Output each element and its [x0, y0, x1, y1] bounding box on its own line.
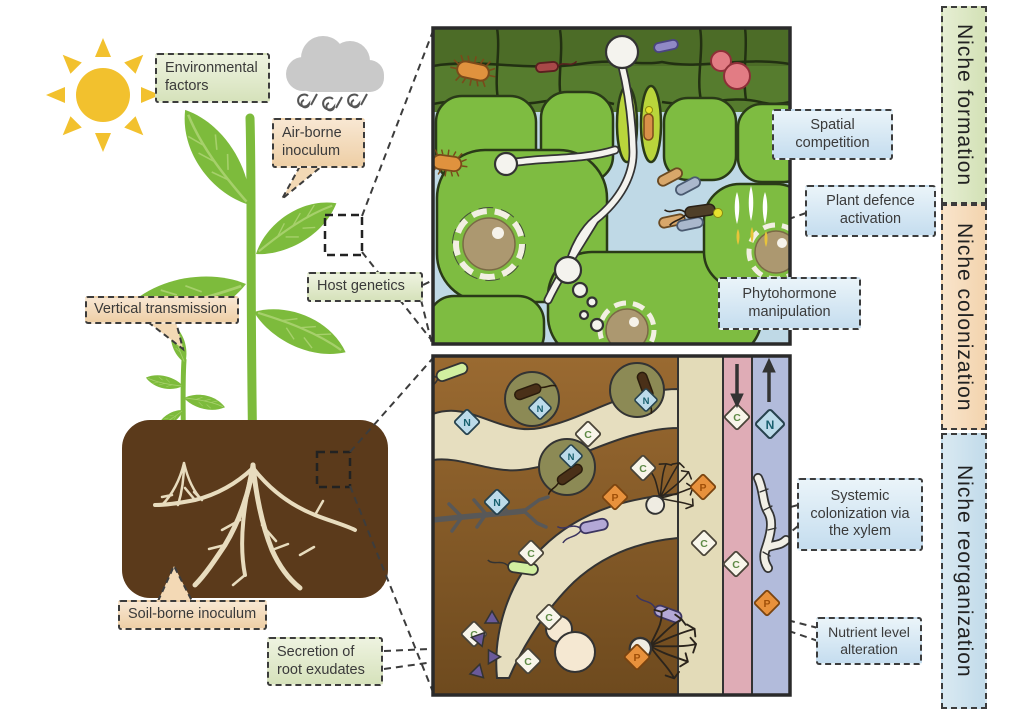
stage-niche-formation: Niche formation	[941, 6, 987, 204]
root-column	[678, 356, 723, 695]
callout-vertical-transmission: Vertical transmission	[85, 296, 239, 324]
stage-niche-reorganization: Niche reorganization	[941, 433, 987, 709]
callout-soil-borne-inoculum: Soil-borne inoculum	[118, 600, 267, 630]
yeast-cells	[710, 50, 751, 90]
callout-nutrient-level-alteration: Nutrient level alteration	[816, 617, 922, 665]
sun-icon	[46, 38, 160, 152]
stage-label: Niche formation	[953, 23, 976, 187]
root-nodule	[504, 371, 560, 427]
callout-airborne-inoculum: Air-borne inoculum	[272, 118, 365, 168]
xylem-hypha	[753, 473, 790, 573]
callout-secretion-of-root-exudates: Secretion of root exudates	[267, 637, 383, 686]
callout-label: Plant defence activation	[826, 193, 915, 227]
leaf-panel-border	[431, 26, 792, 346]
xylem-arrow-up-icon	[762, 357, 776, 402]
callout-label: Vertical transmission	[94, 301, 227, 317]
competing-bacteria	[657, 167, 704, 232]
callout-label: Systemic colonization via the xylem	[810, 487, 910, 540]
root-nodule	[538, 438, 596, 496]
callout-label: Host genetics	[317, 278, 405, 294]
plant	[118, 98, 354, 470]
callout-host-genetics: Host genetics	[307, 272, 423, 302]
callout-spatial-competition: Spatial competition	[772, 109, 893, 160]
stage-label: Niche reorganization	[953, 464, 976, 678]
rod-bacterium	[653, 39, 679, 53]
soil-cross-section-panel	[433, 356, 790, 695]
callout-label: Nutrient level alteration	[828, 623, 910, 657]
callout-phytohormone-manipulation: Phytohormone manipulation	[718, 277, 861, 330]
callout-label: Spatial competition	[795, 116, 870, 151]
callout-label: Air-borne inoculum	[282, 125, 342, 159]
cell-nucleus	[452, 207, 526, 281]
soil-panel-border	[431, 354, 792, 697]
leaf	[245, 189, 346, 266]
zoom-markers	[315, 213, 364, 489]
callout-tails	[147, 165, 323, 602]
leaf-zoom-box	[323, 213, 364, 257]
root-nodule	[609, 362, 665, 418]
callout-label: Secretion of root exudates	[277, 644, 365, 678]
wind-swirl-icon	[297, 93, 368, 112]
fungal-spores	[493, 34, 640, 333]
rod-bacterium	[535, 60, 578, 73]
cloud-icon	[286, 36, 384, 92]
leaf	[247, 293, 354, 369]
soil-block	[122, 420, 388, 598]
callout-environmental-factors: Environmental factors	[155, 53, 270, 103]
stage-label: Niche colonization	[953, 222, 976, 412]
soil-yeast	[545, 615, 596, 673]
callout-label: Soil-borne inoculum	[128, 606, 257, 622]
callout-label: Environmental factors	[165, 60, 258, 94]
phloem-arrow-down-icon	[730, 364, 744, 409]
callout-label: Phytohormone manipulation	[742, 285, 837, 320]
recognition-signal	[713, 208, 723, 218]
root-exudate-triangles	[468, 609, 503, 679]
stage-niche-colonization: Niche colonization	[941, 204, 987, 430]
defence-trigger-bacterium	[664, 203, 716, 226]
stoma-bacterium	[643, 106, 654, 141]
soil-bacterium	[556, 517, 609, 544]
callout-systemic-colonization-via-the-xylem: Systemic colonization via the xylem	[797, 478, 923, 551]
leaf-cross-section-panel	[433, 28, 790, 344]
cell-nucleus	[746, 222, 790, 282]
soil-zoom-box	[315, 450, 352, 489]
callout-plant-defence-activation: Plant defence activation	[805, 185, 936, 237]
defence-spikes	[734, 186, 768, 247]
